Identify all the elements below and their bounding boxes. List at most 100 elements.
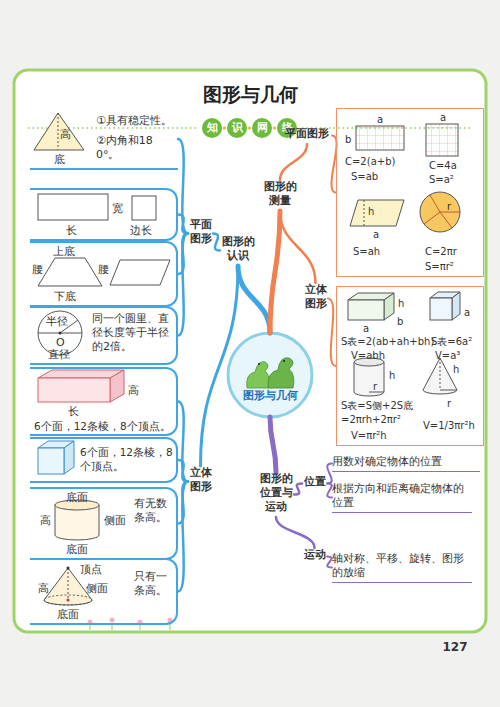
branch-line xyxy=(201,266,239,466)
node-text: S表=S侧+2S底 =2πrh+2πr² xyxy=(341,399,421,427)
node-text: b xyxy=(397,315,403,329)
node-text: C=4a xyxy=(429,159,457,173)
figure-box: 顶点高侧面底面只有一条高。 xyxy=(30,558,178,625)
branch-label: 图形的认识 xyxy=(220,235,256,266)
node-text: 运动 xyxy=(302,548,327,562)
node-text: h xyxy=(453,363,459,377)
heading-badge: 识 xyxy=(227,118,247,138)
node-text: ②内角和180°。 xyxy=(96,134,176,162)
figure-box: 高长6个面，12条棱，8个顶点。 xyxy=(30,367,178,436)
node-text: 图形与几何 xyxy=(228,389,312,403)
node-text: 腰 xyxy=(32,263,43,277)
page-title: 图形与几何 xyxy=(0,82,500,108)
node-text: 长 xyxy=(66,224,77,238)
formula-box: abhS表=2(ab+ah+bh)V=abhaS表=6a²V=a³hrS表=S侧… xyxy=(336,286,484,446)
node-text: V=a³ xyxy=(435,349,460,363)
node-text: 半径 xyxy=(46,315,68,329)
node-text: C=2πr xyxy=(425,245,457,259)
node-text: 底面 xyxy=(66,543,88,557)
node-text: 有无数条高。 xyxy=(134,497,174,525)
heading-badge: 网 xyxy=(252,118,272,138)
node-text: V=πr²h xyxy=(351,429,387,443)
figure-box: 上底腰腰下底 xyxy=(30,241,178,307)
node-text: C=2(a+b) xyxy=(345,155,395,169)
branch-line xyxy=(178,482,188,592)
figure-box: 半径 O直径 同一个圆里、直径长度等于半径的2倍。 xyxy=(30,306,178,365)
branch-label: 图形的测量 xyxy=(262,180,298,211)
node-text: 高 xyxy=(38,582,49,596)
formula-box: abC=2(a+b)S=abaC=4aS=a²haS=ahrC=2πrS=πr² xyxy=(336,108,484,277)
node-text: 侧面 xyxy=(86,582,108,596)
node-text: 图形的位置与运动 xyxy=(258,472,294,514)
node-text: a xyxy=(373,228,379,242)
branch-label: 位置 xyxy=(302,475,327,492)
branch-line xyxy=(280,211,316,283)
node-text: 上底 xyxy=(53,245,75,259)
node-text: 底面 xyxy=(66,491,88,505)
branch-line xyxy=(280,144,307,180)
figure-box: 6个面，12条棱，8个顶点。 xyxy=(30,437,178,483)
node-text: 腰 xyxy=(98,263,109,277)
node-text: 高 xyxy=(40,514,51,528)
branch-line xyxy=(178,234,188,336)
node-text: 同一个圆里、直径长度等于半径的2倍。 xyxy=(92,312,174,354)
node-text: r xyxy=(447,200,451,214)
node-text: 底 xyxy=(54,153,65,167)
node-text: O xyxy=(56,336,65,350)
branch-line xyxy=(178,215,188,234)
node-text: S=a² xyxy=(429,173,454,187)
note-text: 轴对称、平移、旋转、图形的放缩 xyxy=(332,552,472,583)
branch-line xyxy=(276,517,315,548)
node-text: r xyxy=(447,397,451,411)
branch-line xyxy=(270,417,276,472)
node-text: 下底 xyxy=(54,290,76,304)
node-text: S表=6a² xyxy=(431,335,472,349)
node-text: S=ah xyxy=(353,245,380,259)
node-text: 高 xyxy=(128,384,139,398)
node-text: h xyxy=(398,297,404,311)
branch-line xyxy=(213,234,220,251)
node-text: 宽 xyxy=(112,202,123,216)
branch-label: 立体图形 xyxy=(188,466,213,497)
node-text: 立体图形 xyxy=(188,466,213,494)
node-text: 直径 xyxy=(48,348,70,362)
branch-line xyxy=(238,266,270,333)
node-text: a xyxy=(377,113,383,127)
branch-label: 图形的位置与运动 xyxy=(258,472,294,517)
branch-line xyxy=(178,139,188,234)
node-text: 平面图形 xyxy=(188,218,213,246)
figure-box: 高底①具有稳定性。②内角和180°。 xyxy=(30,108,178,170)
node-text: 轴对称、平移、旋转、图形的放缩 xyxy=(332,552,472,580)
branch-line xyxy=(270,211,280,333)
node-text: a xyxy=(464,306,470,320)
node-text: 长 xyxy=(68,405,79,419)
node-text: 根据方向和距离确定物体的位置 xyxy=(332,482,472,510)
node-text: r xyxy=(373,380,377,394)
figure-box: 长 宽边长 xyxy=(30,188,178,241)
figure-box: 底面高侧面底面有无数条高。 xyxy=(30,487,178,560)
node-text: S=ab xyxy=(351,170,378,184)
node-text: 位置 xyxy=(302,475,327,489)
node-text: a xyxy=(440,111,446,125)
branch-line xyxy=(178,402,188,482)
node-text: 只有一条高。 xyxy=(134,570,174,598)
node-text: 边长 xyxy=(130,224,152,238)
center-circle: 图形与几何 xyxy=(228,333,312,417)
node-text: h xyxy=(389,369,395,383)
heading-badge: 知 xyxy=(202,118,222,138)
node-text: ①具有稳定性。 xyxy=(96,114,176,128)
node-text: b xyxy=(345,133,351,147)
node-text: 图形的测量 xyxy=(262,180,298,208)
branch-line xyxy=(294,484,302,495)
node-text: 顶点 xyxy=(80,563,102,577)
node-text: S=πr² xyxy=(425,260,454,274)
node-text: a xyxy=(363,322,369,336)
note-text: 用数对确定物体的位置 xyxy=(332,455,480,472)
node-text: h xyxy=(368,205,374,219)
branch-line xyxy=(328,299,336,367)
note-text: 根据方向和距离确定物体的位置 xyxy=(332,482,472,513)
node-text: 图形的认识 xyxy=(220,235,256,263)
branch-line xyxy=(178,460,188,482)
